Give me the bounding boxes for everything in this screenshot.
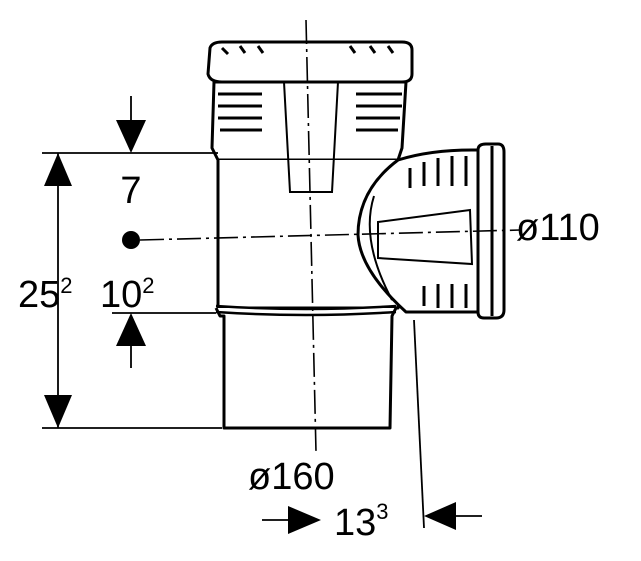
arrow-left-pointing [424, 502, 456, 530]
arrow-branch-up [116, 313, 146, 346]
center-lines [139, 19, 521, 453]
arrow-overall-bottom [44, 395, 72, 428]
bottom-spigot [214, 307, 398, 430]
branch-axis-line [139, 229, 521, 241]
top-offset-label: 7 [120, 170, 141, 212]
overall-height-label: 252 [18, 273, 73, 316]
dimension-arrows [44, 120, 456, 534]
branch-ribs [408, 156, 468, 308]
spigot-seam [215, 304, 397, 317]
arrow-right-pointing [288, 506, 321, 534]
top-socket-rim [206, 40, 414, 84]
arrow-overall-top [44, 153, 72, 186]
rim-notches [220, 45, 395, 56]
branch-diameter-label: ø110 [516, 207, 600, 249]
main-pipe [206, 40, 414, 430]
dimension-lines [42, 96, 482, 529]
main-diameter-label: ø160 [248, 456, 335, 498]
socket-ribs [218, 92, 402, 132]
socket-inner-panel [283, 81, 339, 193]
branch-body [356, 148, 482, 314]
arrow-top-offset [116, 120, 146, 153]
branch-center-dot [122, 231, 140, 249]
branch-inner-panel [377, 208, 474, 266]
offset-width-label: 133 [334, 499, 389, 544]
branch-height-label: 102 [100, 273, 155, 316]
branch-inner-curve [368, 195, 393, 301]
